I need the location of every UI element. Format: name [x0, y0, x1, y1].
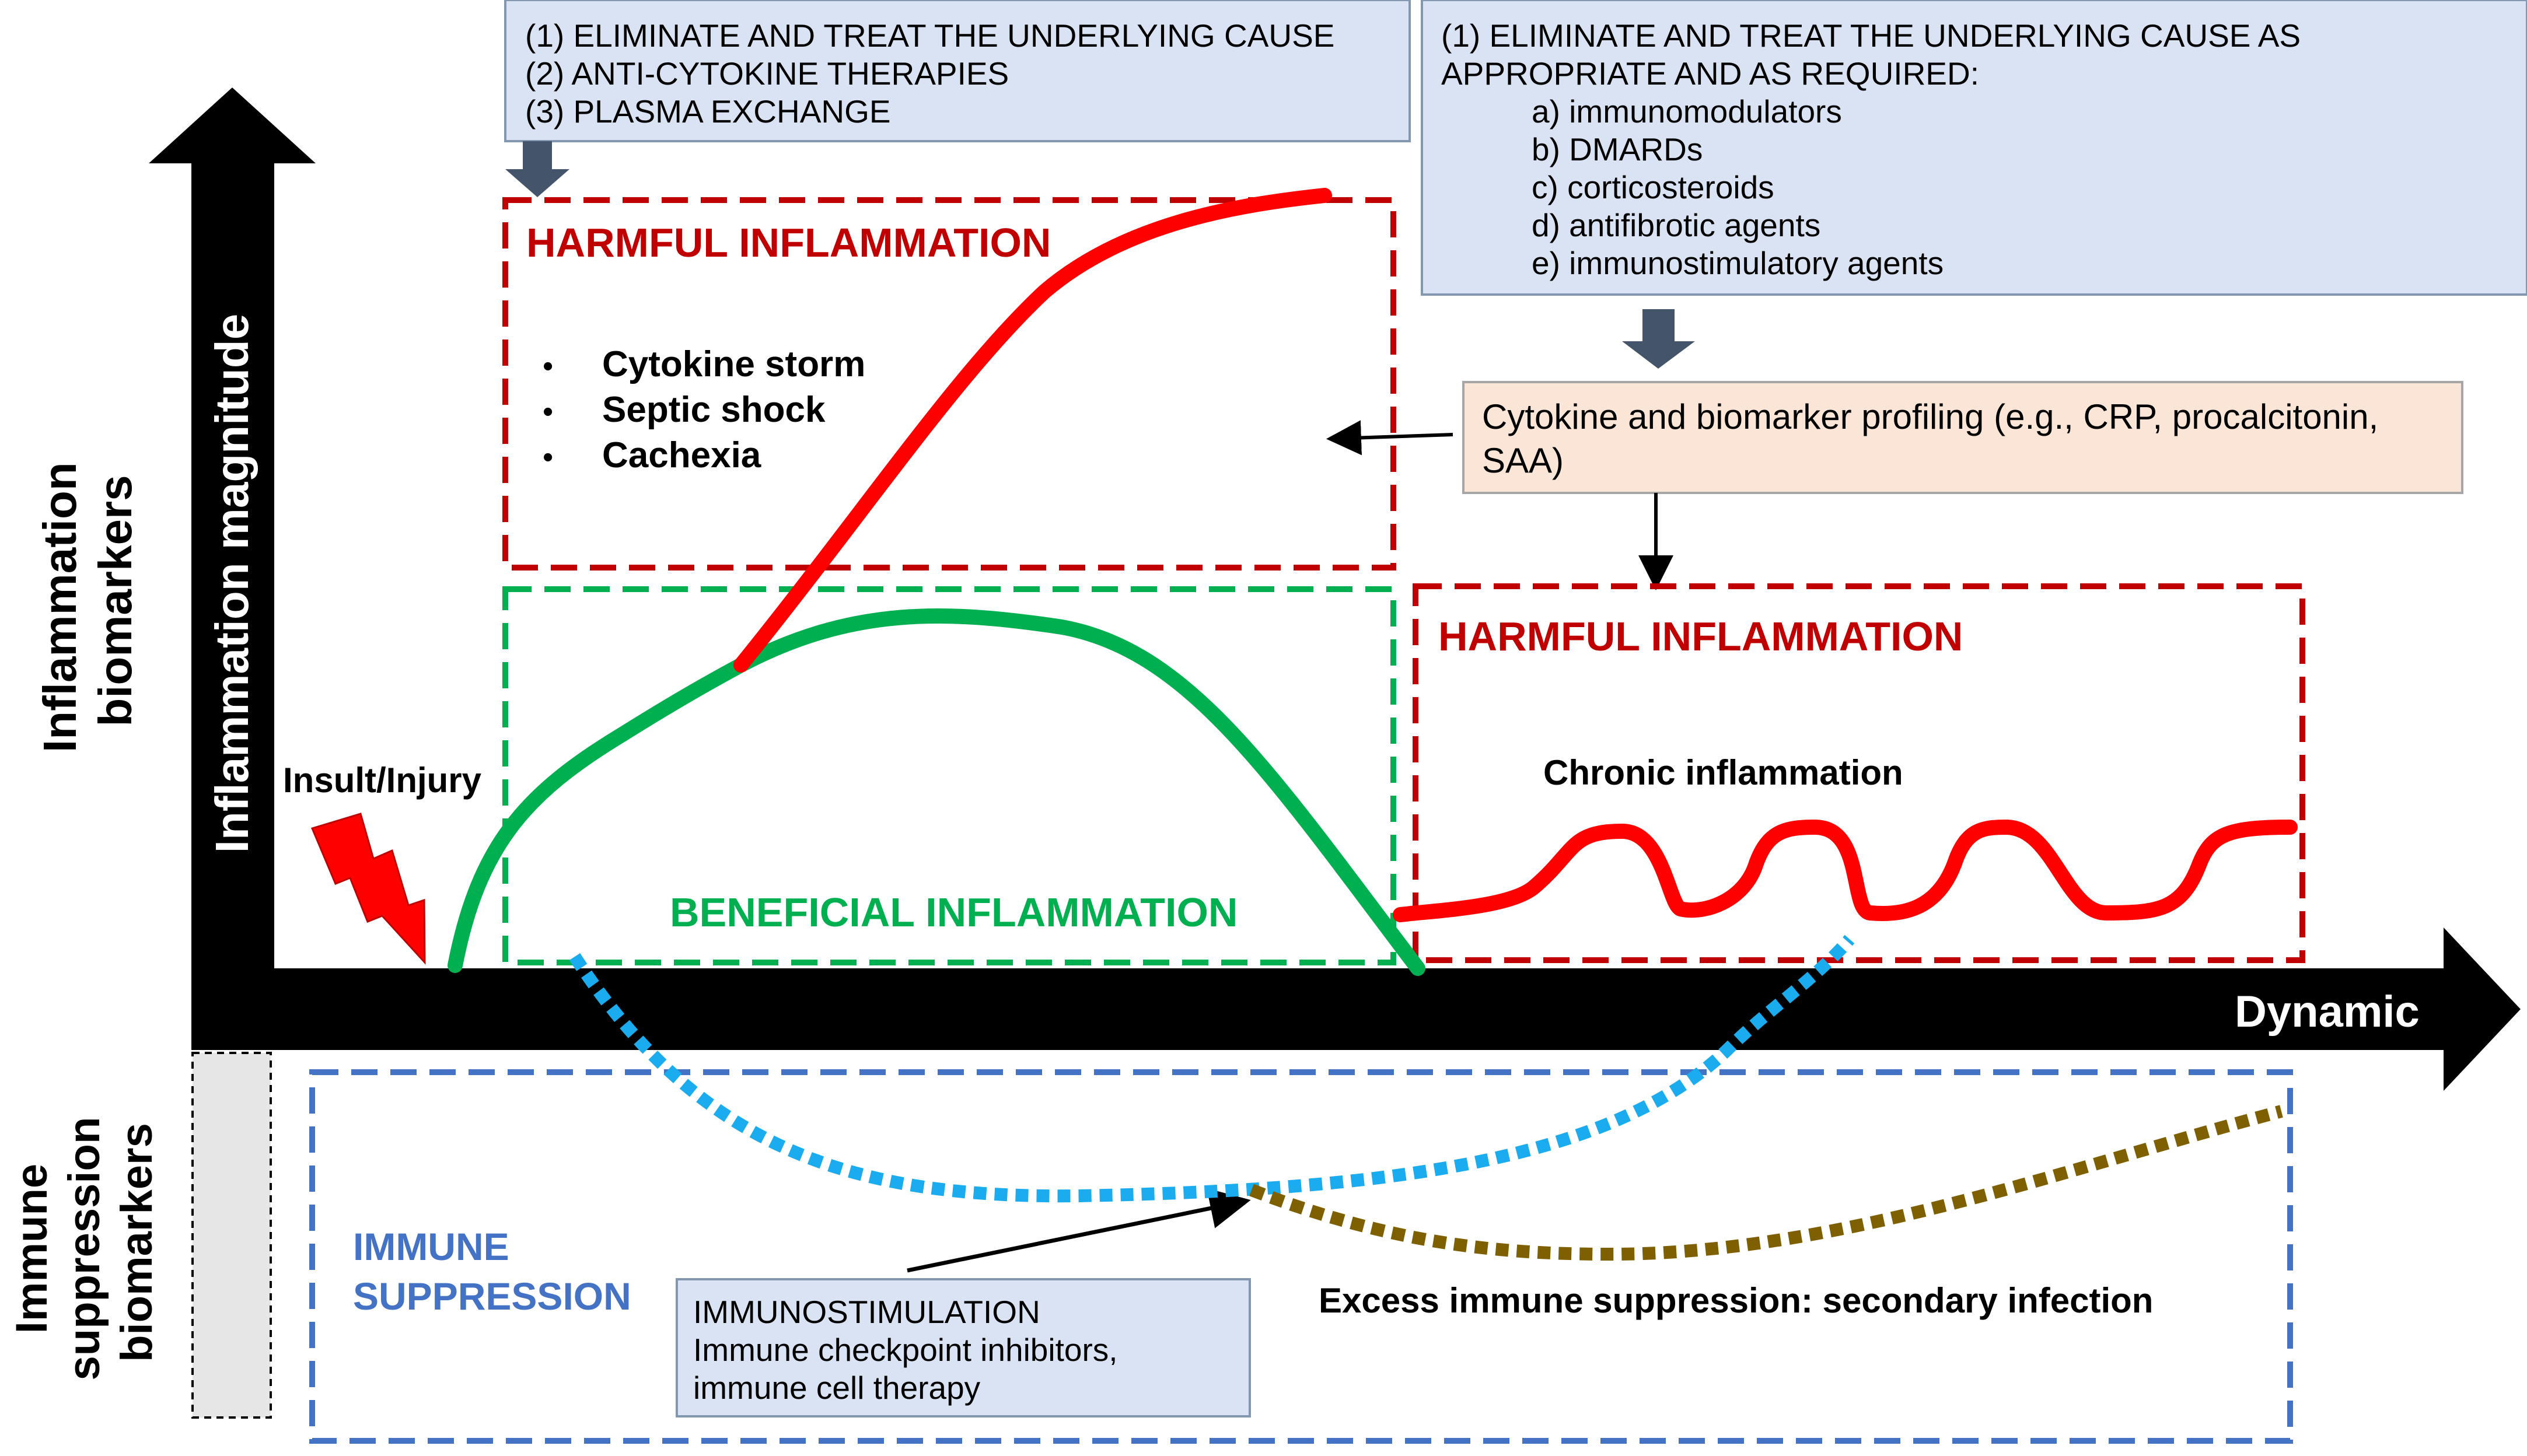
insult-injury-label: Insult/Injury [283, 761, 482, 800]
immunostimulation-arrow [907, 1188, 1251, 1273]
acute-harmful-list: • Cytokine storm • Septic shock • Cachex… [543, 344, 865, 475]
list-item-cachexia: Cachexia [602, 435, 761, 475]
lightning-icon [310, 813, 426, 965]
beneficial-box [502, 586, 1396, 965]
bullet: • [543, 440, 553, 474]
acute-harmful-title: HARMFUL INFLAMMATION [526, 220, 1051, 265]
chronic-down-arrow [1622, 309, 1695, 369]
harmful-acute-curve [733, 188, 1332, 673]
profiling-text: Cytokine and biomarker profiling (e.g., … [1482, 397, 2388, 480]
inflammation-biomarkers-label: Inflammation biomarkers [34, 449, 141, 752]
chronic-inflammation-label: Chronic inflammation [1543, 753, 1903, 792]
beneficial-title: BENEFICIAL INFLAMMATION [670, 890, 1238, 935]
secondary-infection-label: Excess immune suppression: secondary inf… [1319, 1281, 2153, 1320]
x-axis-shaft [191, 968, 2444, 1050]
immunostimulation-box [676, 1278, 1251, 1418]
acute-treatment-box [504, 0, 1411, 142]
immune-suppression-curve [569, 935, 1855, 1203]
chronic-harmful-box [1413, 583, 2305, 963]
acute-down-arrow [505, 141, 569, 197]
y-axis-label: Inflammation magnitude [206, 314, 258, 853]
acute-treatment-text: (1) ELIMINATE AND TREAT THE UNDERLYING C… [525, 18, 1344, 130]
immune-suppression-biomarkers-label: Immune suppression biomarkers [7, 1104, 162, 1380]
chronic-harmful-title: HARMFUL INFLAMMATION [1438, 614, 1963, 659]
immunostimulation-text: IMMUNOSTIMULATION Immune checkpoint inhi… [693, 1294, 1127, 1406]
gray-block [191, 1052, 272, 1419]
immune-suppression-box [309, 1069, 2293, 1444]
x-axis-label: Dynamic [2235, 987, 2420, 1037]
list-item-cytokine-storm: Cytokine storm [602, 344, 865, 384]
acute-harmful-box [502, 197, 1396, 570]
chronic-inflammation-curve [1393, 819, 2298, 922]
y-axis-shaft [191, 163, 274, 1050]
list-item-septic-shock: Septic shock [602, 390, 826, 430]
immune-suppression-title: IMMUNE SUPPRESSION [353, 1225, 631, 1318]
x-axis-arrowhead [2444, 928, 2521, 1091]
chronic-treatment-text: (1) ELIMINATE AND TREAT THE UNDERLYING C… [1441, 18, 2309, 281]
bullet: • [543, 349, 553, 383]
y-axis-arrowhead [149, 88, 316, 163]
bullet: • [543, 395, 553, 429]
profiling-left-arrow [1326, 420, 1453, 456]
beneficial-curve [448, 608, 1425, 976]
secondary-infection-curve [1249, 1105, 2283, 1261]
chronic-treatment-box [1421, 0, 2527, 296]
profiling-box [1462, 381, 2463, 494]
